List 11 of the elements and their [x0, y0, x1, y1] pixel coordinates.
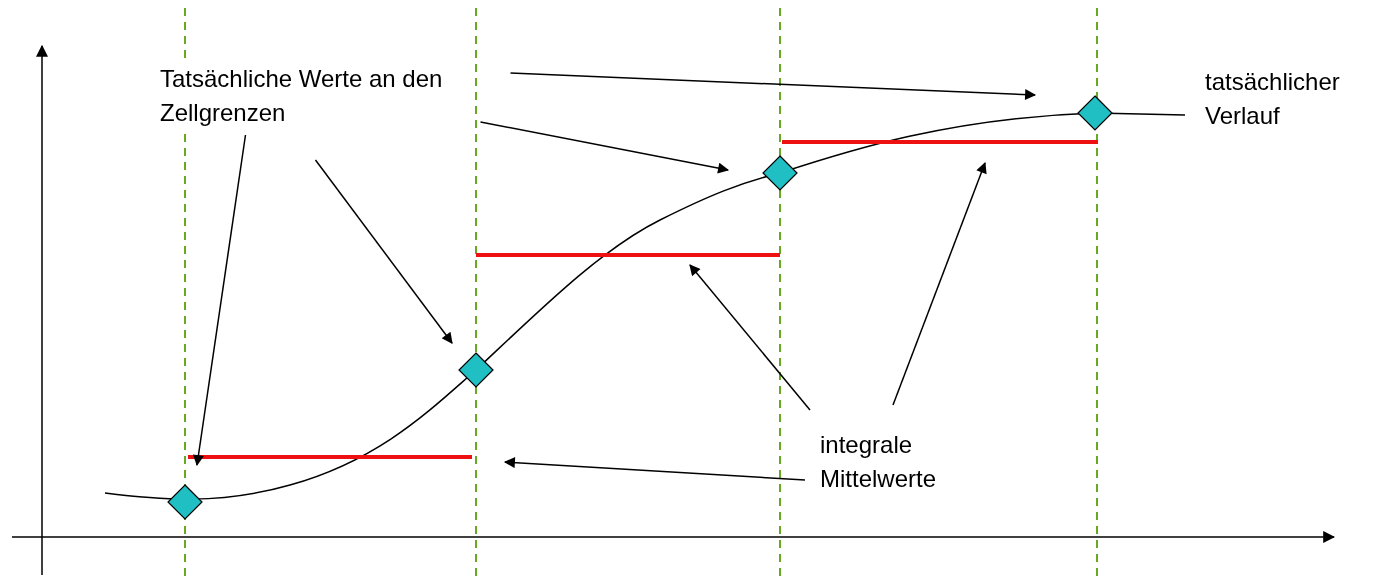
leader-arrow	[479, 121, 730, 174]
mean-value-bar	[476, 253, 780, 257]
leader-arrow	[689, 264, 811, 411]
leader-arrow	[314, 159, 453, 344]
mean-value-bar	[188, 455, 472, 459]
curve-label: tatsächlicher Verlauf	[1205, 67, 1341, 131]
leader-arrow	[193, 134, 247, 467]
leader-arrow	[509, 72, 1037, 101]
mean-value-bar	[782, 140, 1098, 144]
leader-arrow	[503, 457, 806, 481]
leader-arrow	[892, 161, 987, 406]
